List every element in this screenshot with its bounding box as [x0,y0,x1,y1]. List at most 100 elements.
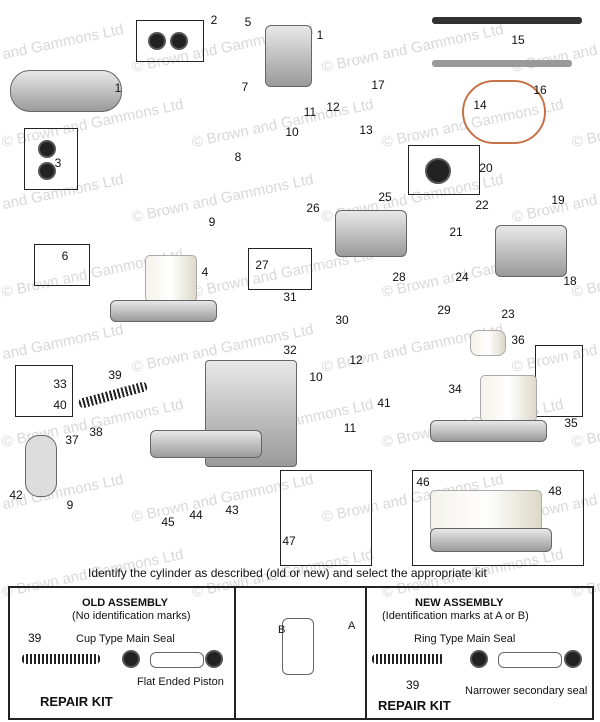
callout-number: 16 [533,83,547,97]
seal [38,162,56,180]
piston [498,652,562,668]
callout-number: 46 [416,475,430,489]
flat-piston-label: Flat Ended Piston [137,676,224,688]
callout-number: 27 [255,258,269,272]
callout-number: 25 [378,190,392,204]
ring-seal-label: Ring Type Main Seal [414,633,516,645]
repair-kit-panel: OLD ASSEMBLY (No identification marks) 3… [8,586,594,720]
new-assembly-title: NEW ASSEMBLY [415,597,504,609]
brake-hose [432,17,582,24]
brake-pipe [462,80,546,144]
callout-number: 26 [306,201,320,215]
divider [365,588,367,718]
callout-number: 13 [359,123,373,137]
seal-kit-box-33 [15,365,73,417]
callout-number: 44 [189,508,203,522]
divider [234,588,236,718]
watermark: © Brown and Gammons Ltd [320,20,506,77]
seal-kit-box-35 [535,345,583,417]
master-cylinder-34 [430,420,547,442]
cup-seal-label: Cup Type Main Seal [76,633,175,645]
mounting-plate-42 [25,435,57,497]
callout-number: 11 [343,421,357,435]
callout-number: 30 [335,313,349,327]
seal [148,32,166,50]
cup-seal [122,650,140,668]
seal [425,158,451,184]
seal-kit-box-3 [24,128,78,190]
master-cylinder-4 [110,300,217,322]
callout-number: 20 [479,161,493,175]
callout-number: 1 [114,81,122,95]
callout-number: 6 [61,249,69,263]
callout-number: 4 [201,265,209,279]
old-repair-kit-label: REPAIR KIT [40,694,113,709]
seal [205,650,223,668]
callout-number: 47 [282,534,296,548]
callout-number: 39 [108,368,122,382]
callout-number: 34 [448,382,462,396]
callout-number: 43 [225,503,239,517]
watermark: © Brown and Gammons Ltd [190,95,376,152]
callout-number: 35 [564,416,578,430]
clutch-master-cylinder [10,70,122,112]
callout-number: 28 [392,270,406,284]
callout-number: 41 [377,396,391,410]
callout-number: 32 [283,343,297,357]
old-part-number: 39 [28,631,42,645]
callout-number: 21 [449,225,463,239]
new-repair-kit-label: REPAIR KIT [378,698,451,713]
callout-number: 31 [283,290,297,304]
callout-number: 38 [89,425,103,439]
callout-number: 29 [437,303,451,317]
instruction-text: Identify the cylinder as described (old … [88,566,487,580]
callout-number: 18 [563,274,577,288]
watermark: © Brown and Gammons Ltd [570,96,600,152]
callout-number: 9 [208,215,216,229]
callout-number: 37 [65,433,79,447]
callout-number: 14 [473,98,487,112]
tandem-reservoir-48 [430,490,542,532]
callout-number: 48 [548,484,562,498]
callout-number: 5 [244,15,252,29]
watermark: © Brown and Gammons Ltd [510,21,600,76]
callout-number: 15 [511,33,525,47]
callout-number: 10 [309,370,323,384]
reservoir-cap-36 [470,330,506,356]
piston [150,652,204,668]
callout-number: 8 [234,150,242,164]
callout-number: 12 [326,100,340,114]
braided-hose [432,60,572,67]
callout-number: 11 [303,105,317,119]
tandem-cylinder-box-46 [412,470,584,566]
callout-number: 1 [316,28,324,42]
callout-number: 10 [285,125,299,139]
master-cylinder-32 [150,430,262,458]
slave-cylinder [335,210,407,257]
callout-number: 19 [551,193,565,207]
callout-number: 45 [161,515,175,529]
slave-cylinder-18 [495,225,567,277]
tandem-master-cylinder [430,528,552,552]
ring-seal [470,650,488,668]
old-assembly-subtitle: (No identification marks) [72,610,191,622]
callout-number: 7 [241,80,249,94]
watermark: © Brown and Gammons Ltd [130,170,316,227]
cylinder-illustration [282,618,314,675]
spring [372,654,444,664]
secondary-seal-label: Narrower secondary seal [465,685,588,697]
seal [38,140,56,158]
old-assembly-title: OLD ASSEMBLY [82,597,168,609]
seal-kit-box-27 [248,248,312,290]
callout-number: 23 [501,307,515,321]
new-assembly-subtitle: (Identification marks at A or B) [382,610,529,622]
seal-kit-box-6 [34,244,90,286]
seal-kit-box-47 [280,470,372,566]
plastic-reservoir-34 [480,375,537,422]
callout-number: 36 [511,333,525,347]
callout-number: 17 [371,78,385,92]
callout-number: 3 [54,156,62,170]
seal [170,32,188,50]
master-cylinder-body [265,25,312,87]
callout-number: 12 [349,353,363,367]
